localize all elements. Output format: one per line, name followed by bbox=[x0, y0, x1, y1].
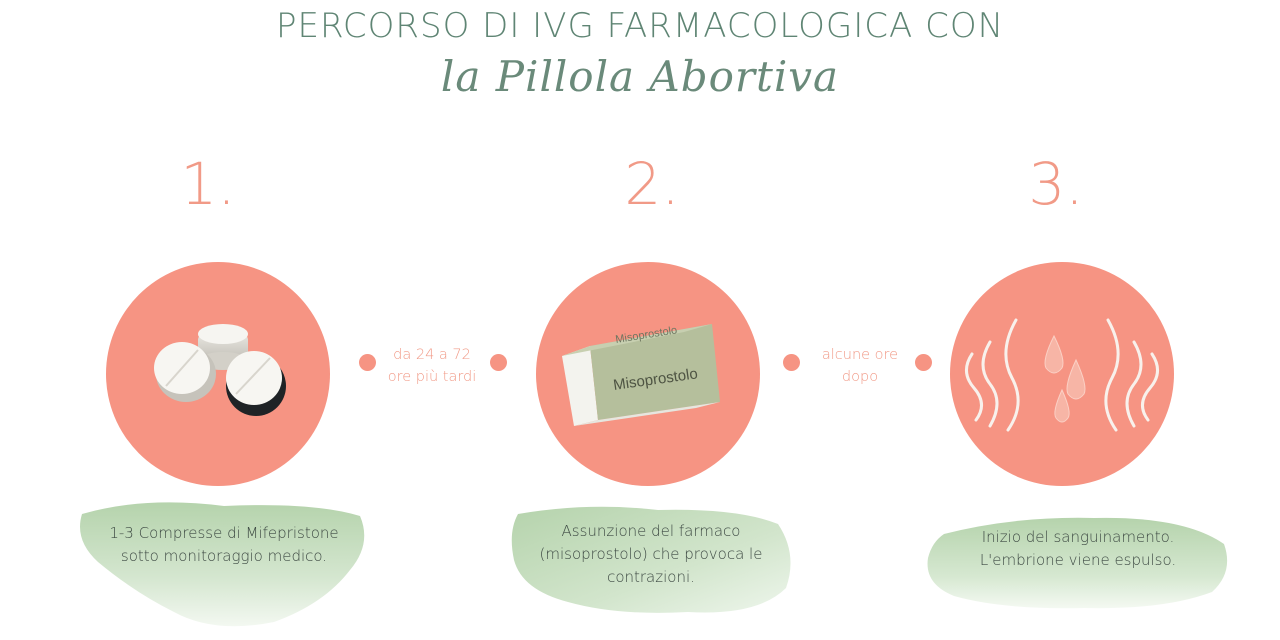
step-1-circle bbox=[106, 262, 330, 486]
connector-1-dot-left bbox=[359, 354, 376, 371]
step-1-description: 1-3 Compresse di Mifepristone sotto moni… bbox=[109, 524, 339, 565]
page-title: PERCORSO DI IVG FARMACOLOGICA CON bbox=[275, 6, 1005, 46]
pills-icon bbox=[154, 324, 286, 416]
step-3-description-bubble: Inizio del sanguinamento. L'embrione vie… bbox=[924, 514, 1232, 612]
step-1-number: 1. bbox=[180, 150, 236, 218]
step-2-description-bubble: Assunzione del farmaco (misoprostolo) ch… bbox=[508, 504, 794, 616]
page-subtitle: la Pillola Abortiva bbox=[440, 52, 840, 101]
step-3-description: Inizio del sanguinamento. L'embrione vie… bbox=[979, 528, 1177, 569]
bleeding-drops-icon bbox=[965, 318, 1159, 432]
step-3-number: 3. bbox=[1028, 150, 1084, 218]
step-2-number: 2. bbox=[624, 150, 680, 218]
connector-2-dot-left bbox=[783, 354, 800, 371]
connector-2-dot-right bbox=[915, 354, 932, 371]
connector-1-label: da 24 a 72 ore più tardi bbox=[387, 347, 477, 385]
step-2-description: Assunzione del farmaco (misoprostolo) ch… bbox=[539, 522, 763, 586]
connector-1-dot-right bbox=[490, 354, 507, 371]
medicine-box-icon: Misoprostolo Misoprostolo bbox=[562, 324, 720, 426]
connector-2-label: alcune ore dopo bbox=[821, 347, 899, 385]
step-3-circle bbox=[950, 262, 1174, 486]
step-2-circle: Misoprostolo Misoprostolo bbox=[536, 262, 760, 486]
step-1-description-bubble: 1-3 Compresse di Mifepristone sotto moni… bbox=[74, 500, 374, 630]
